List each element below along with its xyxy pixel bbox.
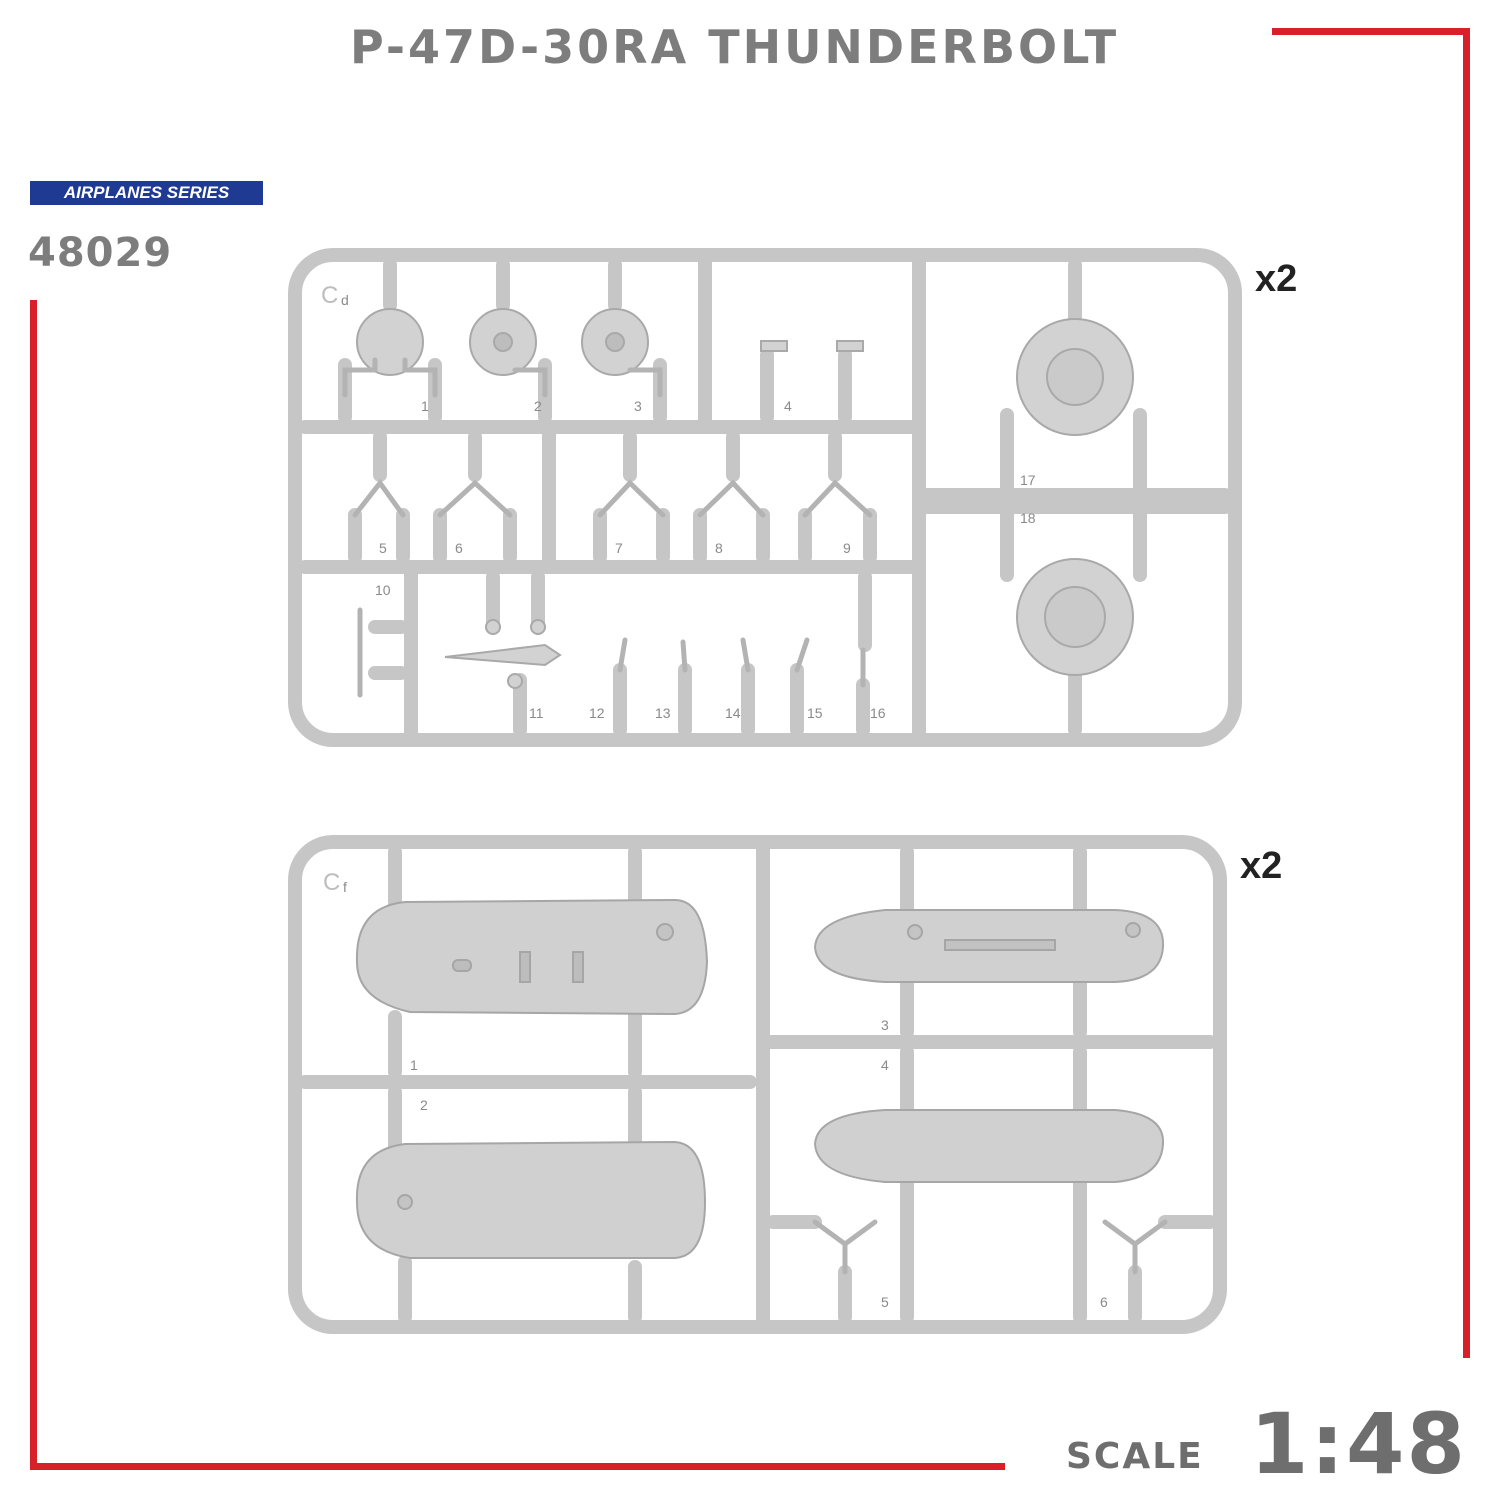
- cd-label-3: 3: [634, 398, 642, 414]
- cf-label-6: 6: [1100, 1294, 1108, 1310]
- cf-label-4: 4: [881, 1057, 889, 1073]
- sprue-frame: [288, 248, 1242, 747]
- cf-label-1: 1: [410, 1057, 418, 1073]
- cd-label-18: 18: [1020, 510, 1036, 526]
- cd-label-17: 17: [1020, 472, 1036, 488]
- cd-label-12: 12: [589, 705, 605, 721]
- sprue-cd-quantity: x2: [1255, 258, 1298, 300]
- kit-number: 48029: [28, 230, 173, 276]
- part-cf-4: [813, 1109, 1165, 1183]
- cd-label-2: 2: [534, 398, 542, 414]
- sprue-cd-id-sub: d: [341, 292, 349, 308]
- series-badge: AIRPLANES SERIES: [30, 181, 263, 205]
- page-title: P-47D-30RA THUNDERBOLT: [350, 20, 1120, 74]
- cd-label-14: 14: [725, 705, 741, 721]
- frame-bottom-line: [30, 1463, 1005, 1470]
- frame-left-line: [30, 300, 37, 1470]
- cd-label-11: 11: [529, 705, 544, 721]
- sprue-cf-id-sub: f: [343, 879, 347, 895]
- cd-label-16: 16: [870, 705, 886, 721]
- part-cf-1: [355, 898, 709, 1016]
- cf-label-2: 2: [420, 1097, 428, 1113]
- cd-label-6: 6: [455, 540, 463, 556]
- cd-label-1: 1: [421, 398, 429, 414]
- cd-label-10: 10: [375, 582, 391, 598]
- cd-label-15: 15: [807, 705, 823, 721]
- cd-label-4: 4: [784, 398, 792, 414]
- cd-label-9: 9: [843, 540, 851, 556]
- sprue-cf: C f 1 2 3 4 5 6: [288, 835, 1227, 1334]
- sprue-cf-quantity: x2: [1240, 845, 1283, 887]
- frame-right-line: [1463, 28, 1470, 1358]
- scale-label: SCALE: [1066, 1436, 1204, 1477]
- cd-label-13: 13: [655, 705, 671, 721]
- cf-label-5: 5: [881, 1294, 889, 1310]
- sprue-cd-id: C: [321, 282, 338, 309]
- scale-value: 1:48: [1250, 1395, 1467, 1493]
- part-cf-2: [355, 1140, 707, 1259]
- frame-top-line: [1272, 28, 1470, 35]
- sprue-cd: C d 1 2 3 4 5 6 7 8 9 10 11 12 13 14 15 …: [288, 248, 1242, 747]
- cd-label-8: 8: [715, 540, 723, 556]
- cf-label-3: 3: [881, 1017, 889, 1033]
- part-cd-1: [356, 308, 424, 376]
- sprue-cf-id: C: [323, 869, 340, 896]
- cd-label-5: 5: [379, 540, 387, 556]
- cd-label-7: 7: [615, 540, 623, 556]
